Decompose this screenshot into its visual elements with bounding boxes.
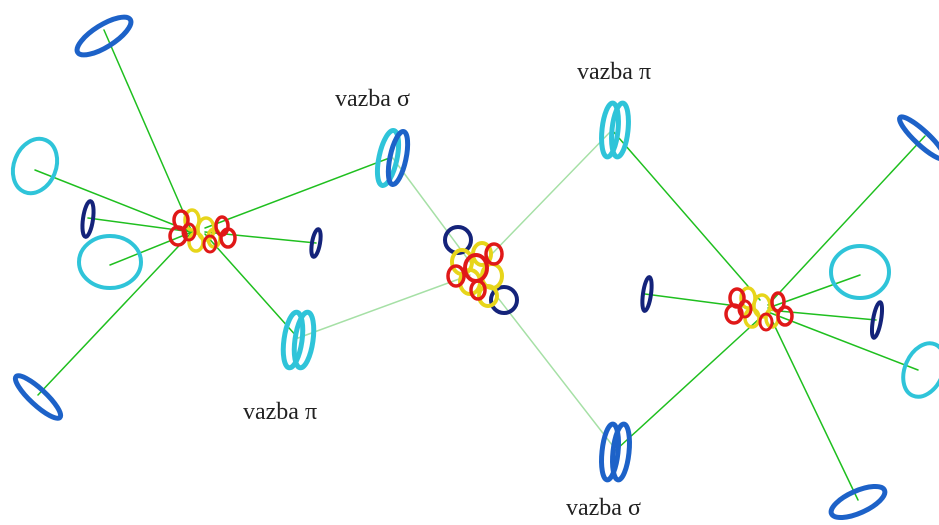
bond-line [767, 311, 859, 501]
cyan-ring [609, 100, 631, 160]
cyan-ring [901, 341, 939, 399]
orbital-rings [10, 14, 939, 520]
cyan-ring [829, 244, 891, 300]
atom-cluster-center [443, 225, 519, 315]
label-sigma-bond-top: vazba σ [335, 86, 410, 112]
navy-ring [489, 285, 519, 315]
navy-ring [309, 227, 323, 259]
bond-line [204, 156, 393, 229]
label-pi-bond-bottom: vazba π [243, 399, 318, 425]
bond-line [767, 135, 926, 306]
cyan-ring [280, 309, 306, 371]
bond-line [615, 317, 761, 451]
blue-ring [12, 373, 64, 421]
blue-ring [610, 421, 632, 483]
label-sigma-bond-bottom: vazba σ [566, 495, 641, 521]
bond-line-sigma [487, 284, 617, 451]
cluster-ring-red [202, 234, 218, 254]
bond-line [611, 129, 761, 301]
bond-line [37, 231, 193, 396]
blue-ring [385, 129, 411, 187]
atom-cluster-left [168, 208, 237, 254]
bond-line [204, 233, 299, 339]
cluster-ring-red [219, 227, 237, 249]
cluster-ring-red [446, 264, 466, 288]
cyan-ring [374, 128, 402, 188]
cyan-ring [599, 100, 621, 160]
cluster-ring-red [181, 222, 197, 242]
navy-ring [869, 300, 885, 340]
bond-line [109, 231, 193, 266]
cluster-ring-red [776, 305, 794, 327]
bond-line-pi [487, 129, 613, 259]
bond-line-pi [297, 274, 471, 339]
bond-line-sigma [391, 156, 471, 263]
label-pi-bond-top: vazba π [577, 59, 652, 85]
blue-ring [74, 14, 134, 58]
blue-ring [897, 114, 939, 162]
cluster-ring-red [469, 279, 487, 301]
cluster-ring-yellow [183, 208, 201, 232]
bond-line [103, 29, 193, 233]
blue-ring [599, 421, 621, 483]
navy-ring [80, 199, 96, 239]
atom-cluster-right [724, 286, 794, 332]
bond-line [767, 309, 877, 321]
bond-line [767, 274, 861, 309]
cluster-ring-red [737, 299, 753, 319]
blue-ring [828, 484, 888, 520]
cyan-ring [291, 309, 317, 371]
bond-line [767, 311, 919, 371]
navy-ring [640, 275, 654, 313]
cyan-ring [77, 234, 143, 290]
cluster-ring-red [484, 242, 504, 266]
cluster-ring-red [168, 225, 188, 247]
cluster-ring-yellow [477, 284, 499, 308]
bond-line [34, 169, 193, 233]
cluster-ring-yellow [187, 231, 205, 253]
cyan-ring [10, 136, 60, 196]
cluster-ring-red [758, 312, 774, 332]
